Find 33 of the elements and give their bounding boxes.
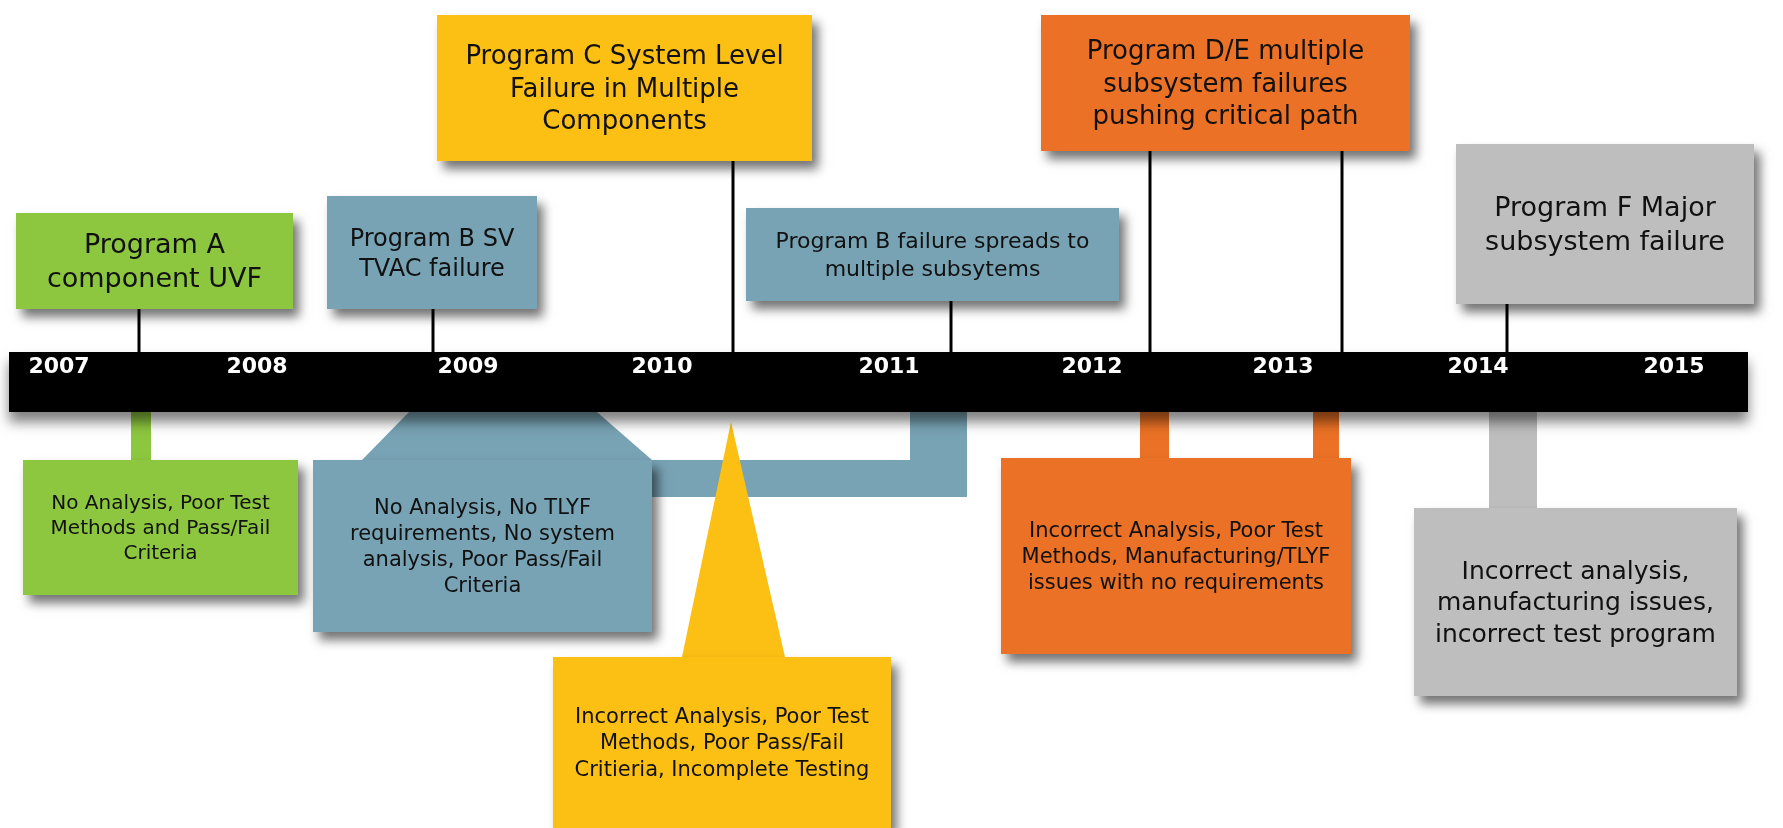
year-label: 2007: [28, 352, 90, 380]
year-label: 2013: [1252, 352, 1314, 380]
timeline-bar: [9, 352, 1748, 412]
callout-connector: [682, 422, 785, 657]
event-box: Program B SV TVAC failure: [327, 196, 537, 309]
event-box: Program B failure spreads to multiple subsytems: [746, 208, 1119, 301]
year-label: 2008: [226, 352, 288, 380]
year-label: 2010: [631, 352, 693, 380]
callout-connector: [1140, 412, 1169, 458]
connector-line: [1505, 304, 1509, 352]
callout-connector: [362, 412, 652, 460]
connector-line: [137, 309, 141, 352]
connector-line: [1148, 151, 1152, 352]
callout-connector: [652, 412, 967, 497]
connector-line: [1340, 151, 1344, 352]
year-label: 2009: [437, 352, 499, 380]
cause-box: Incorrect Analysis, Poor Test Methods, Manufacturing/TLYF issues with no requirements: [1001, 458, 1351, 654]
cause-box: No Analysis, Poor Test Methods and Pass/Fail Criteria: [23, 460, 298, 595]
connector-line: [431, 309, 435, 352]
cause-box: Incorrect analysis, manufacturing issues, incorrect test program: [1414, 508, 1737, 696]
callout-connector: [1313, 412, 1339, 458]
connector-line: [731, 161, 735, 352]
event-box: Program F Major subsystem failure: [1456, 144, 1754, 304]
year-label: 2011: [858, 352, 920, 380]
year-label: 2012: [1061, 352, 1123, 380]
event-box: Program A component UVF: [16, 213, 293, 309]
connector-line: [949, 301, 953, 352]
callout-connector: [1489, 412, 1537, 508]
year-label: 2014: [1447, 352, 1509, 380]
callout-connector: [131, 412, 151, 460]
year-label: 2015: [1643, 352, 1705, 380]
event-box: Program C System Level Failure in Multiple Components: [437, 15, 812, 161]
event-box: Program D/E multiple subsystem failures pushing critical path: [1041, 15, 1410, 151]
